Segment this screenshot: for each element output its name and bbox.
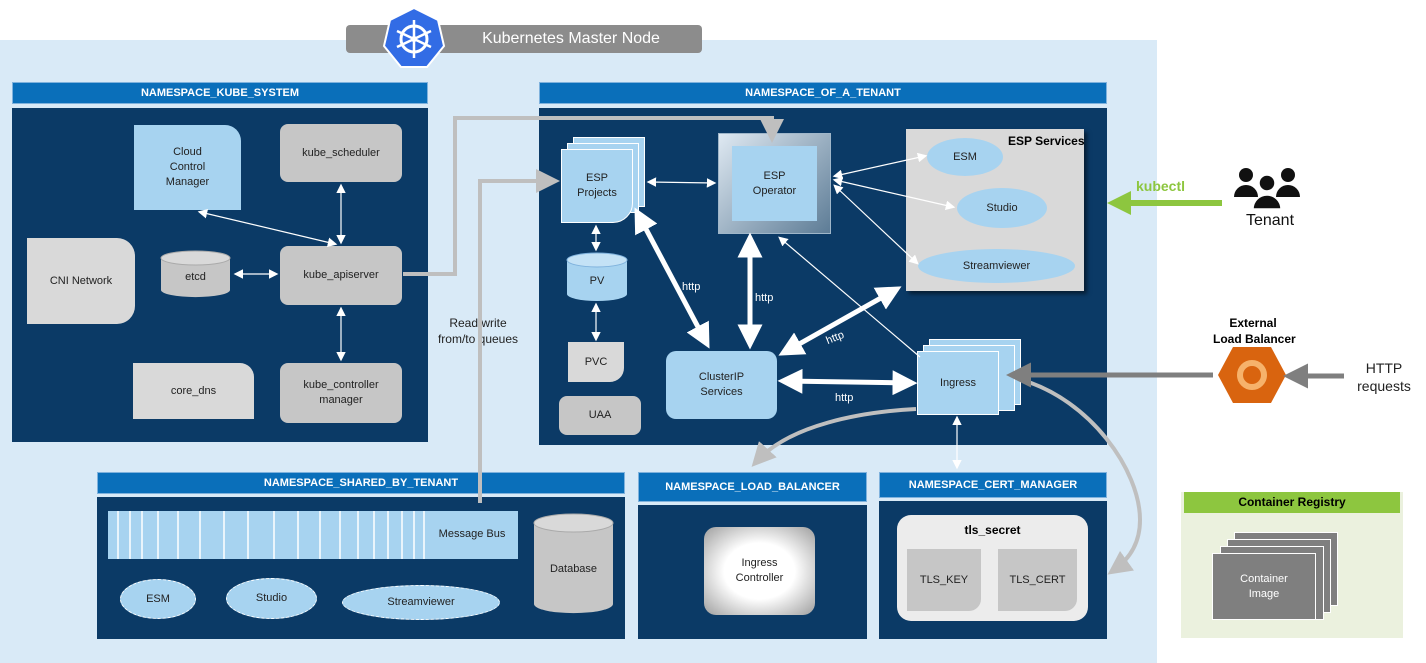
tenant-users-icon xyxy=(1233,165,1305,211)
pv-label: PV xyxy=(589,274,605,287)
tenant-namespace-header: NAMESPACE_OF_A_TENANT xyxy=(539,82,1107,104)
http-requests-label: HTTP requests xyxy=(1357,360,1411,395)
kube-scheduler: kube_scheduler xyxy=(280,124,402,182)
kubernetes-logo-icon xyxy=(382,6,446,70)
shared-studio: Studio xyxy=(226,578,317,619)
esp-projects: ESP Projects xyxy=(561,149,633,223)
clusterip-services: ClusterIP Services xyxy=(666,351,777,419)
shared-streamviewer: Streamviewer xyxy=(342,585,500,620)
etcd-cylinder xyxy=(160,250,231,298)
shared-esm: ESM xyxy=(120,579,196,619)
external-load-balancer-label: External Load Balancer xyxy=(1213,316,1296,347)
shared-namespace-header: NAMESPACE_SHARED_BY_TENANT xyxy=(97,472,625,494)
container-image: Container Image xyxy=(1212,553,1316,620)
kube-system-header: NAMESPACE_KUBE_SYSTEM xyxy=(12,82,428,104)
uaa: UAA xyxy=(559,396,641,435)
cni-network: CNI Network xyxy=(27,238,135,324)
esp-service-esm: ESM xyxy=(927,138,1003,176)
core-dns: core_dns xyxy=(133,363,254,419)
database-cylinder xyxy=(533,513,614,614)
kube-apiserver: kube_apiserver xyxy=(280,246,402,305)
etcd-label: etcd xyxy=(185,270,206,283)
tls-cert: TLS_CERT xyxy=(998,549,1077,611)
message-bus-queue xyxy=(108,511,518,559)
pv-cylinder xyxy=(566,252,628,302)
cert-manager-namespace-header: NAMESPACE_CERT_MANAGER xyxy=(879,472,1107,498)
tls-secret-title: tls_secret xyxy=(964,523,1021,537)
esp-operator: ESP Operator xyxy=(732,146,817,221)
cloud-control-manager: Cloud Control Manager xyxy=(134,125,241,210)
master-node-title: Kubernetes Master Node xyxy=(482,30,660,47)
ingress: Ingress xyxy=(917,351,999,415)
esp-service-streamviewer: Streamviewer xyxy=(918,249,1075,283)
message-bus-label: Message Bus xyxy=(438,528,506,540)
esp-services-title: ESP Services xyxy=(1008,134,1085,148)
database-label: Database xyxy=(549,562,598,575)
ingress-controller: Ingress Controller xyxy=(704,527,815,615)
tenant-label: Tenant xyxy=(1245,212,1295,229)
container-registry-title: Container Registry xyxy=(1184,492,1400,513)
tls-key: TLS_KEY xyxy=(907,549,981,611)
kubectl-label: kubectl xyxy=(1136,178,1186,194)
read-write-label: Read/write from/to queues xyxy=(437,316,519,347)
kube-controller-manager: kube_controller manager xyxy=(280,363,402,423)
esp-service-studio: Studio xyxy=(957,188,1047,228)
load-balancer-namespace-header: NAMESPACE_LOAD_BALANCER xyxy=(638,472,867,502)
pvc: PVC xyxy=(568,342,624,382)
load-balancer-icon xyxy=(1217,346,1287,404)
